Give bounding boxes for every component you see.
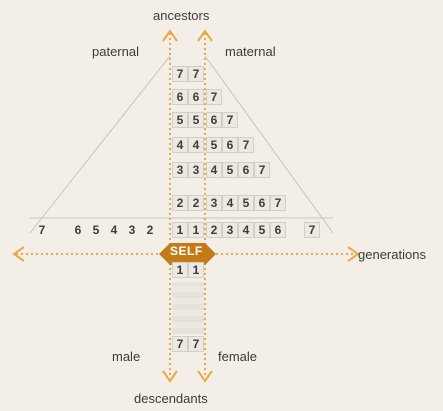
cell-r5-right-2: 7 — [222, 112, 238, 128]
cell-r2-right-3: 5 — [238, 195, 254, 211]
ancestors-left-arrowhead — [162, 29, 178, 42]
cell-r6-right-0: 6 — [188, 89, 204, 105]
triangle-left-edge — [29, 55, 171, 234]
cell-d1-left: 1 — [172, 262, 188, 278]
cell-d7-left: 7 — [172, 336, 188, 352]
cell-r4-left: 4 — [172, 137, 188, 153]
label-generations: generations — [358, 247, 426, 262]
cell-r2-right-2: 4 — [222, 195, 238, 211]
cell-r1-right-2: 3 — [222, 222, 238, 238]
cell-d1-right: 1 — [188, 262, 204, 278]
label-maternal: maternal — [225, 44, 276, 59]
cell-r3-right-2: 5 — [222, 162, 238, 178]
cell-r1-left-5: 2 — [146, 223, 154, 237]
cell-r6-right-1: 7 — [206, 89, 222, 105]
triangle-right-edge — [204, 55, 334, 234]
cell-r2-right-0: 2 — [188, 195, 204, 211]
cell-r6-left: 6 — [172, 89, 188, 105]
descendants-right-arrowhead — [197, 370, 213, 383]
cell-r3-left: 3 — [172, 162, 188, 178]
cell-r1-left-3: 4 — [110, 223, 118, 237]
generations-left-arrowhead — [12, 246, 25, 262]
cell-r2-right-4: 6 — [254, 195, 270, 211]
cell-r4-right-1: 5 — [206, 137, 222, 153]
label-descendants: descendants — [134, 391, 208, 406]
ancestors-right-arrowhead — [197, 29, 213, 42]
cell-r2-right-5: 7 — [270, 195, 286, 211]
cell-r4-right-0: 4 — [188, 137, 204, 153]
cell-r1-left-2: 5 — [92, 223, 100, 237]
cell-r7-left: 7 — [172, 66, 188, 82]
descendant-pattern — [172, 282, 204, 334]
label-male: male — [112, 349, 141, 364]
generations-right-arrowhead — [347, 246, 360, 262]
cell-r5-right-1: 6 — [206, 112, 222, 128]
cell-r4-right-3: 7 — [238, 137, 254, 153]
cell-r1-right-3: 4 — [238, 222, 254, 238]
cell-r3-right-3: 6 — [238, 162, 254, 178]
cell-r1-right-6: 7 — [304, 222, 320, 238]
cell-r2-left: 2 — [172, 195, 188, 211]
self-marker — [159, 243, 216, 265]
cell-r3-right-4: 7 — [254, 162, 270, 178]
cell-d7-right: 7 — [188, 336, 204, 352]
cell-r4-right-2: 6 — [222, 137, 238, 153]
cell-r5-right-0: 5 — [188, 112, 204, 128]
cell-r2-right-1: 3 — [206, 195, 222, 211]
cell-r1-right-0: 1 — [188, 222, 204, 238]
descendants-left-arrowhead — [162, 370, 178, 383]
label-female: female — [218, 349, 258, 364]
label-ancestors: ancestors — [153, 8, 210, 23]
cell-r1-left-1: 6 — [74, 223, 82, 237]
cell-r1-left-0: 7 — [38, 223, 46, 237]
cell-r1-right-1: 2 — [206, 222, 222, 238]
label-paternal: paternal — [92, 44, 139, 59]
cell-r5-left: 5 — [172, 112, 188, 128]
cell-r3-right-0: 3 — [188, 162, 204, 178]
cell-r3-right-1: 4 — [206, 162, 222, 178]
cell-r1-left-6: 1 — [172, 222, 188, 238]
cell-r1-right-4: 5 — [254, 222, 270, 238]
cell-r1-right-5: 6 — [270, 222, 286, 238]
cell-r7-right-0: 7 — [188, 66, 204, 82]
self-label: SELF — [170, 244, 203, 258]
cell-r1-left-4: 3 — [128, 223, 136, 237]
